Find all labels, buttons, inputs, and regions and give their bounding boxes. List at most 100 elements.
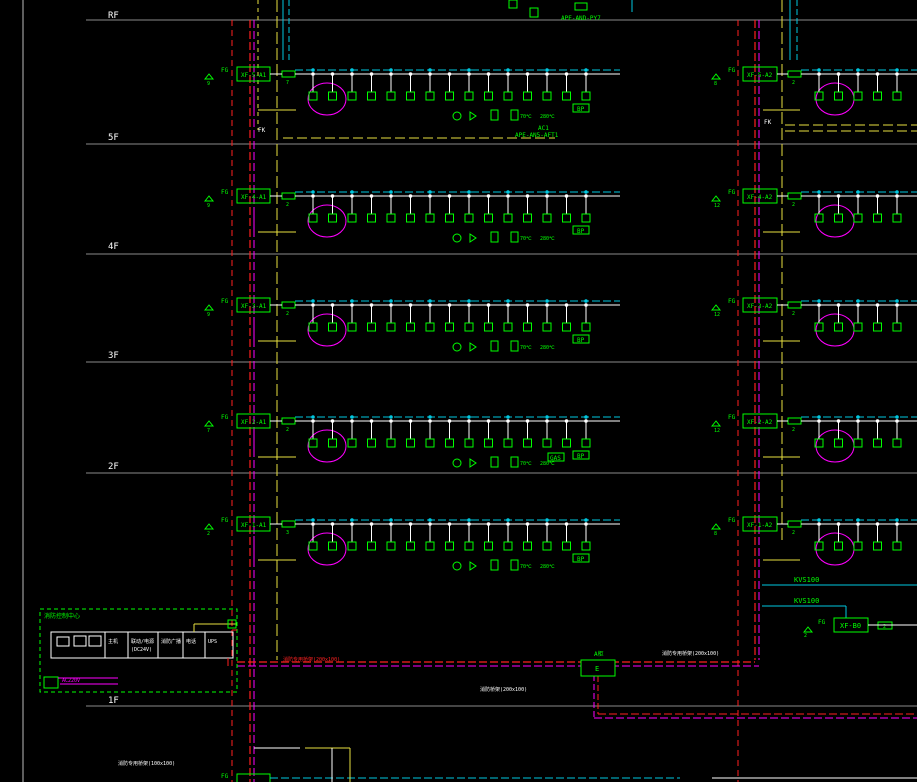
left-temp-70: 70℃ [520,564,532,570]
xf-b0-bus-number: 2 [883,624,886,630]
xf-b0-fg-icon [802,626,814,633]
left-cyan-node [389,68,393,72]
right-cyan-node [817,415,821,419]
left-pressure-icon [490,559,499,571]
right-device-module [834,91,843,101]
left-cyan-node [350,299,354,303]
left-device-module [386,91,396,101]
left-pressure-icon [490,340,499,352]
right-device-module [892,213,902,223]
left-cyan-node [428,299,432,303]
right-bus-number: 2 [792,530,795,536]
control-ups-box [43,676,59,689]
right-cyan-node [856,68,860,72]
left-cyan-node [467,68,471,72]
right-cyan-node [856,299,860,303]
right-device-module [814,91,824,101]
left-device-module [406,322,415,332]
floor-label-5F: 5F [108,133,119,143]
left-gas-box [547,452,565,462]
left-fg-icon [203,523,215,530]
left-device-module [347,91,357,101]
left-valve-icon [469,458,477,468]
left-fg-icon [203,73,215,80]
left-valve-icon [469,111,477,121]
left-device-module [523,322,532,332]
right-cyan-node [856,415,860,419]
floor-label-1F: 1F [108,696,119,706]
xf-b0-count: 2 [804,633,807,639]
left-bp-label: BP [577,453,585,460]
left-broadcast-zone [307,429,347,463]
right-cyan-node [895,68,899,72]
left-panel-label: XF-1-A1 [241,522,267,529]
rf-device-3 [574,2,588,11]
right-device-module [873,322,882,332]
junction-box-label: E [595,665,599,673]
left-cyan-node [389,518,393,522]
left-bus-number: 3 [286,530,289,536]
left-cyan-node [311,190,315,194]
left-fg-label: FG [221,414,229,421]
left-temp-70: 70℃ [520,461,532,467]
left-device-module [503,213,513,223]
monitor-icon-1 [56,636,70,647]
left-count: 9 [207,81,210,87]
left-damper-icon [510,231,519,243]
right-bus-number: 2 [792,80,795,86]
left-pressure-icon [490,456,499,468]
left-cyan-node [506,68,510,72]
left-fg-label: FG [221,189,229,196]
right-fg-icon [710,304,722,311]
right-cyan-node [895,299,899,303]
left-device-module [542,541,552,551]
right-device-module [892,322,902,332]
left-device-module [445,322,454,332]
left-cyan-node [389,190,393,194]
left-device-module [445,91,454,101]
left-bp-box [572,334,590,344]
right-cyan-node [895,190,899,194]
left-temp-70: 70℃ [520,236,532,242]
left-cyan-node [467,299,471,303]
left-fg-label: FG [221,67,229,74]
left-cyan-node [389,415,393,419]
left-device-module [484,91,493,101]
left-device-module [523,438,532,448]
left-device-module [425,541,435,551]
monitor-icon-3 [88,635,102,647]
left-device-module [367,541,376,551]
left-cyan-node [389,299,393,303]
right-cyan-node [856,190,860,194]
floor-label-3F: 3F [108,351,119,361]
left-device-module [581,91,591,101]
left-device-module [445,541,454,551]
left-device-module [347,438,357,448]
left-panel-label: XF-4-A1 [241,194,267,201]
left-device-module [328,541,337,551]
right-fg-label: FG [728,517,736,524]
right-device-module [853,91,863,101]
tray-label-mid: 消防桥架(200x100) [480,686,527,693]
left-device-module [484,438,493,448]
left-panel-label: XF-2-A1 [241,419,267,426]
left-device-module [328,438,337,448]
left-valve-icon [469,342,477,352]
left-cyan-node [467,415,471,419]
right-cyan-node [817,299,821,303]
left-temp-280: 280℃ [540,564,555,570]
left-light-icon [452,111,462,121]
left-device-module [328,322,337,332]
left-device-module [464,438,474,448]
right-count: 8 [714,81,717,87]
left-device-module [425,322,435,332]
left-device-module [464,322,474,332]
left-device-module [484,541,493,551]
left-bp-label: BP [577,228,585,235]
right-bus-number: 2 [792,427,795,433]
right-cyan-node [856,518,860,522]
